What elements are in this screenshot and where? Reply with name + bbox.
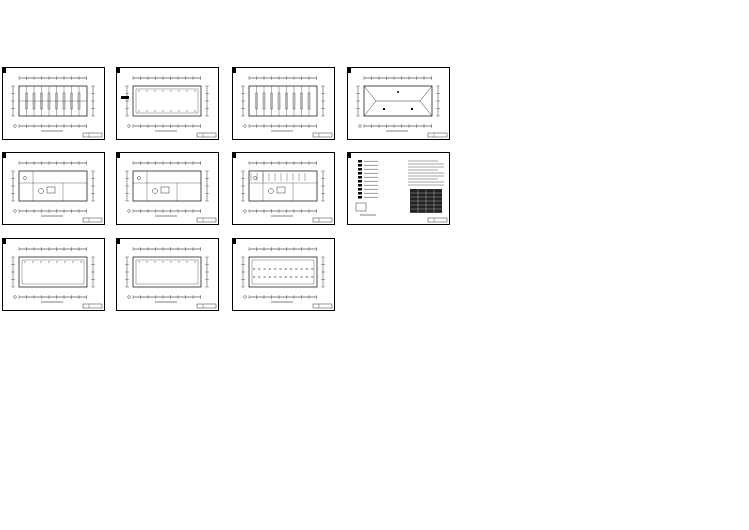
sheet-2-equipment-plan[interactable] — [116, 67, 219, 140]
sheet-8-notes-legend[interactable] — [347, 152, 450, 225]
sheet-6-room-plan[interactable] — [116, 152, 219, 225]
sheet-drawing — [117, 68, 217, 138]
sheet-3-column-plan[interactable] — [232, 67, 335, 140]
sheet-7-dense-room-plan[interactable] — [232, 152, 335, 225]
sheet-4-roof-plan[interactable] — [347, 67, 450, 140]
sheet-11-fixture-plan[interactable] — [232, 238, 335, 311]
sheet-drawing — [348, 153, 448, 223]
sheet-drawing — [233, 239, 333, 309]
sheet-drawing — [117, 153, 217, 223]
sheet-10-light-plan[interactable] — [116, 238, 219, 311]
sheet-drawing — [233, 153, 333, 223]
sheet-drawing — [117, 239, 217, 309]
sheet-drawing — [233, 68, 333, 138]
sheet-drawing — [3, 68, 103, 138]
sheet-drawing — [348, 68, 448, 138]
sheet-9-outline-plan[interactable] — [2, 238, 105, 311]
sheet-drawing — [3, 239, 103, 309]
sheet-1-grid-plan[interactable] — [2, 67, 105, 140]
sheet-5-furniture-plan[interactable] — [2, 152, 105, 225]
sheet-drawing — [3, 153, 103, 223]
